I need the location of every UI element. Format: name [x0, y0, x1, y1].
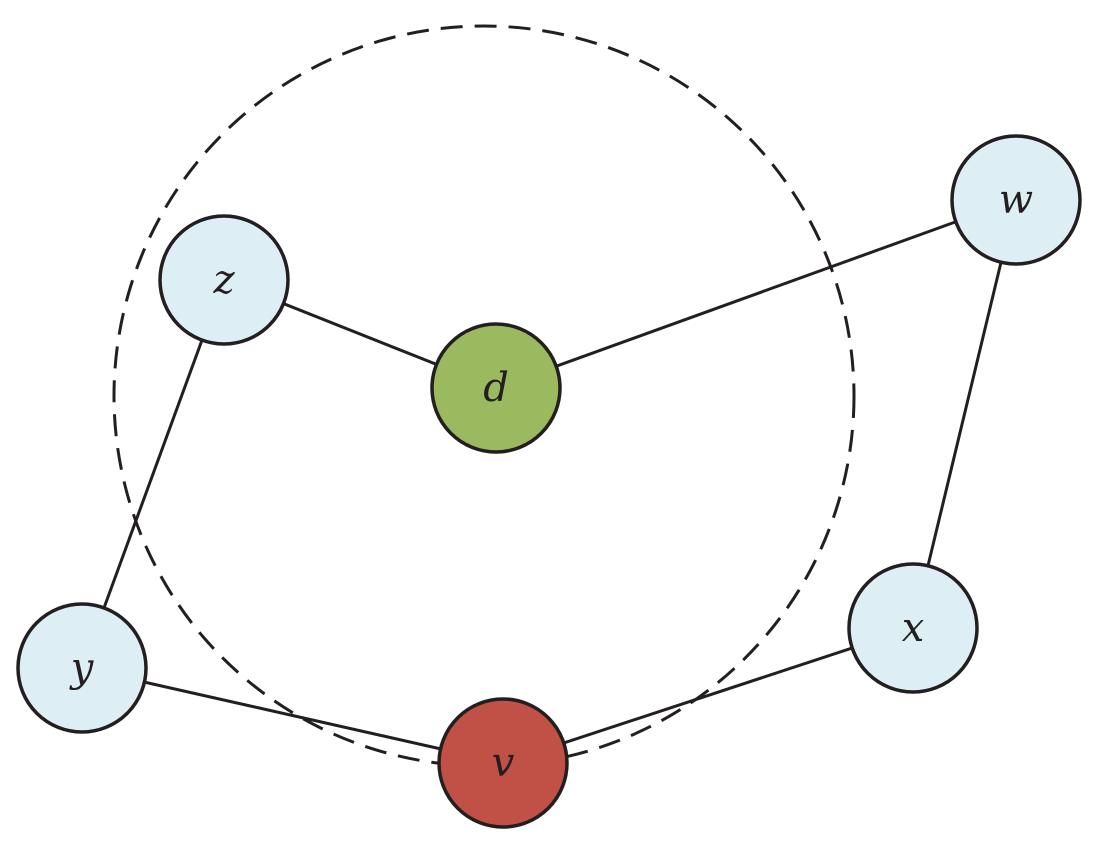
edge-d-w [495, 198, 1017, 390]
node-circle-w [950, 134, 1082, 266]
node-z: z [158, 214, 290, 346]
node-label-w: w [999, 177, 1033, 223]
edge-y-v [81, 666, 504, 765]
node-label-v: v [492, 740, 515, 786]
node-label-z: z [212, 257, 235, 303]
node-x: x [847, 562, 979, 694]
node-circle-d [430, 322, 562, 454]
node-y: y [16, 602, 148, 734]
node-circle-x [847, 562, 979, 694]
node-d: d [430, 322, 562, 454]
node-circle-v [437, 697, 569, 829]
edge-z-y [80, 279, 226, 669]
edge-v-x [502, 626, 914, 765]
node-v: v [437, 697, 569, 829]
node-circle-y [16, 602, 148, 734]
edges [80, 198, 1018, 765]
node-circle-z [158, 214, 290, 346]
node-label-y: y [69, 645, 95, 691]
node-label-x: x [902, 605, 925, 651]
node-label-d: d [483, 365, 509, 411]
nodes: z d w y v x [16, 134, 1082, 829]
edge-x-w [911, 199, 1018, 629]
node-w: w [950, 134, 1082, 266]
